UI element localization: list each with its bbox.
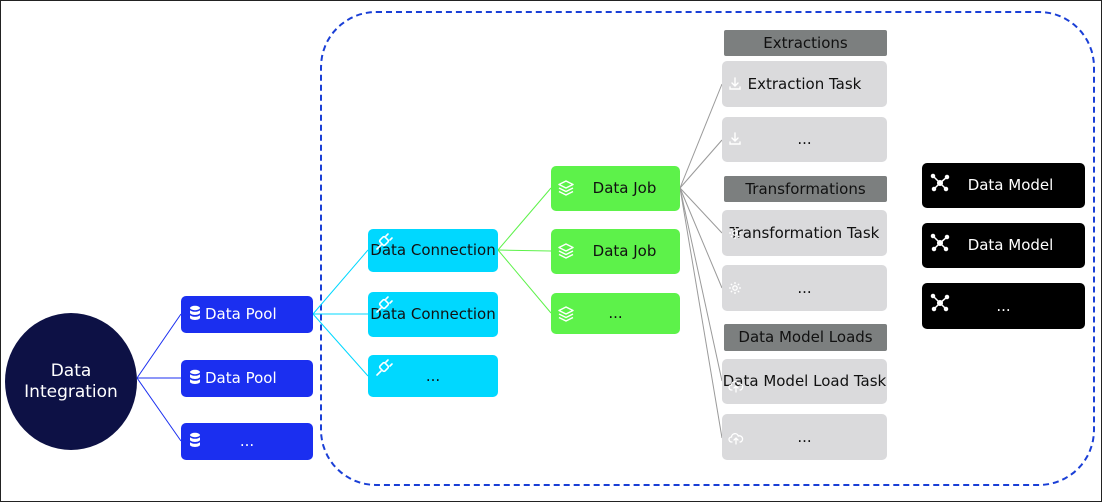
data-job-node[interactable]: Data Job <box>551 229 680 274</box>
data-model-load-task-node[interactable]: Data Model Load Task <box>722 359 887 404</box>
data-connection-node[interactable]: Data Connection <box>368 292 498 337</box>
data-model-load-task-label: ... <box>797 427 812 446</box>
edge-job-tasks <box>679 83 723 439</box>
data-pool-node[interactable]: ... <box>181 423 313 460</box>
transformation-task-label: ... <box>797 278 812 297</box>
data-pool-scope-region <box>320 11 1095 486</box>
data-model-label: Data Model <box>967 236 1054 254</box>
plug-icon <box>374 295 394 315</box>
data-model-load-task-label: Data Model Load Task <box>722 372 887 390</box>
extraction-task-label: Extraction Task <box>747 74 862 93</box>
edge-conn-job-2 <box>497 249 552 252</box>
edge-root-pool-3 <box>136 377 182 442</box>
gear-icon <box>728 281 742 295</box>
data-connection-node[interactable]: ... <box>368 355 498 397</box>
data-job-label: ... <box>608 304 623 322</box>
extraction-task-label: ... <box>797 130 812 148</box>
gear-icon <box>728 226 742 240</box>
transformations-header-label: Transformations <box>745 179 866 198</box>
data-model-node[interactable]: ... <box>922 283 1085 329</box>
extractions-header: Extractions <box>724 30 887 56</box>
plug-icon <box>374 232 394 252</box>
data-model-node[interactable]: Data Model <box>922 163 1085 208</box>
data-model-loads-header-label: Data Model Loads <box>738 328 873 346</box>
data-model-load-task-node[interactable]: ... <box>722 414 887 460</box>
transformation-task-node[interactable]: ... <box>722 265 887 311</box>
extractions-header-label: Extractions <box>763 33 848 52</box>
cloud-upload-icon <box>728 379 744 393</box>
edge-root-pool-1 <box>136 313 182 379</box>
data-job-label: Data Job <box>592 242 657 260</box>
data-pool-node[interactable]: Data Pool <box>181 296 313 333</box>
transformations-header: Transformations <box>724 176 887 202</box>
data-pool-label: Data Pool <box>205 305 277 323</box>
data-connection-label: Data Connection <box>370 305 496 323</box>
network-icon <box>930 233 950 253</box>
extraction-task-node[interactable]: Extraction Task <box>722 61 887 107</box>
data-job-node[interactable]: ... <box>551 293 680 334</box>
layers-icon <box>557 179 575 197</box>
transformation-task-node[interactable]: Transformation Task <box>722 210 887 256</box>
data-job-node[interactable]: Data Job <box>551 166 680 211</box>
data-connection-label: ... <box>425 366 441 385</box>
data-integration-node[interactable]: Data Integration <box>5 313 137 450</box>
data-model-label: ... <box>996 296 1011 315</box>
cloud-upload-icon <box>728 431 744 445</box>
data-model-label: Data Model <box>967 176 1054 194</box>
extraction-task-node[interactable]: ... <box>722 117 887 162</box>
edge-conn-job-3 <box>497 249 552 314</box>
data-job-label: Data Job <box>592 179 657 197</box>
data-integration-label: Data Integration <box>24 360 118 402</box>
database-icon <box>189 305 201 323</box>
data-pool-label: Data Pool <box>205 369 277 387</box>
download-icon <box>728 132 742 146</box>
data-connection-node[interactable]: Data Connection <box>368 229 498 272</box>
download-icon <box>728 77 742 91</box>
transformation-task-label: Transformation Task <box>729 223 880 242</box>
edge-pool-conn-3 <box>312 313 369 377</box>
data-connection-label: Data Connection <box>370 241 496 259</box>
edge-pool-conn-1 <box>312 249 369 315</box>
data-model-node[interactable]: Data Model <box>922 223 1085 268</box>
database-icon <box>189 432 201 450</box>
network-icon <box>930 293 950 313</box>
data-pool-label: ... <box>239 432 255 450</box>
layers-icon <box>557 305 575 323</box>
network-icon <box>930 173 950 193</box>
plug-icon <box>374 358 394 378</box>
layers-icon <box>557 242 575 260</box>
edge-conn-job-1 <box>497 187 552 251</box>
database-icon <box>189 369 201 387</box>
data-pool-node[interactable]: Data Pool <box>181 360 313 397</box>
data-model-loads-header: Data Model Loads <box>724 324 887 351</box>
